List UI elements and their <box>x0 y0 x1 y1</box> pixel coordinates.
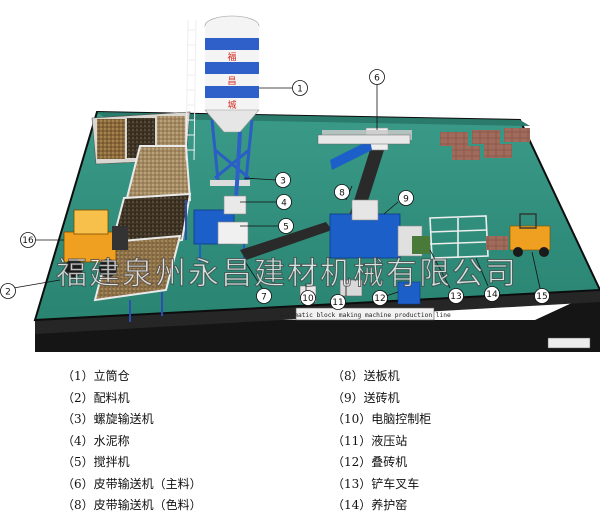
block-machine <box>329 199 430 259</box>
callout-8: 8 <box>334 184 350 200</box>
production-line-sign: Automatic block making machine productio… <box>279 307 451 321</box>
hydraulic-station <box>339 279 363 297</box>
legend-item: （8）皮带输送机（色料） <box>62 498 202 512</box>
legend-item: （1）立筒仓 <box>62 369 130 383</box>
callout-3-label: 3 <box>280 176 286 186</box>
top-signboard <box>317 134 411 145</box>
legend-item: （9）送砖机 <box>332 390 400 405</box>
curing-rack <box>429 215 489 259</box>
block-stacker <box>397 281 421 305</box>
legend-item: （2）配料机 <box>62 390 130 405</box>
corner-plate <box>547 337 591 349</box>
main-belt-conveyor <box>240 222 332 260</box>
callout-15-label: 15 <box>536 292 547 302</box>
production-line-model: 福 昌 城 <box>0 15 600 352</box>
company-watermark: 福建泉州永昌建材机械有限公司 <box>56 256 518 293</box>
forklift-right <box>486 213 551 257</box>
callout-3: 3 <box>275 172 291 188</box>
callout-13: 13 <box>448 288 464 304</box>
callout-4-label: 4 <box>281 198 287 208</box>
wheel-loader-left <box>63 209 128 277</box>
finished-brick-stacks <box>440 128 530 160</box>
callout-5: 5 <box>278 218 294 234</box>
callout-16: 16 <box>20 232 36 248</box>
legend-item: （5）搅拌机 <box>62 455 130 469</box>
callout-1-label: 1 <box>297 84 303 94</box>
callout-16-label: 16 <box>22 236 34 246</box>
callout-15: 15 <box>534 288 550 304</box>
legend-item: （8）送板机 <box>332 369 400 383</box>
callout-7-label: 7 <box>261 292 267 302</box>
silo-char-1: 福 <box>227 51 236 63</box>
legend-item: （13）铲车叉车 <box>332 476 420 491</box>
callout-6-label: 6 <box>374 73 380 83</box>
callout-11: 11 <box>330 294 346 310</box>
callout-12: 12 <box>372 290 388 306</box>
callout-8-label: 8 <box>339 188 345 198</box>
legend-item: （12）叠砖机 <box>332 455 408 469</box>
callout-12-label: 12 <box>374 294 385 304</box>
leader-lines <box>1 84 541 297</box>
callouts: 1 2 3 4 5 6 7 8 9 10 11 12 13 14 15 <box>0 69 550 310</box>
legend-item: （6）皮带输送机（主料） <box>62 476 202 491</box>
callout-7: 7 <box>256 288 272 304</box>
callout-10: 10 <box>300 290 316 306</box>
legend-item: （3）螺旋输送机 <box>62 412 154 426</box>
callout-10-label: 10 <box>302 294 314 304</box>
silo-char-2: 昌 <box>227 76 236 87</box>
legend-item: （4）水泥称 <box>62 433 130 448</box>
production-line-sign-text: Automatic block making machine productio… <box>279 312 451 319</box>
legend-item: （10）电脑控制柜 <box>332 412 432 426</box>
callout-6: 6 <box>369 69 385 85</box>
callout-5-label: 5 <box>283 222 289 232</box>
callout-11-label: 11 <box>332 298 343 308</box>
silo: 福 昌 城 <box>185 15 260 186</box>
legend-right: （8）送板机 （9）送砖机 （10）电脑控制柜 （11）液压站 （12）叠砖机 … <box>332 366 431 517</box>
callout-9-label: 9 <box>403 194 409 204</box>
callout-9: 9 <box>398 190 414 206</box>
callout-14: 14 <box>484 286 500 302</box>
callout-13-label: 13 <box>450 292 461 302</box>
legend-item: （14）养护窑 <box>332 498 408 512</box>
callout-14-label: 14 <box>486 290 498 300</box>
legend-left: （1）立筒仓 （2）配料机 （3）螺旋输送机 （4）水泥称 （5）搅拌机 （6）… <box>62 366 202 517</box>
callout-2: 2 <box>0 283 16 299</box>
callout-4: 4 <box>276 194 292 210</box>
screw-conveyor <box>234 131 242 201</box>
silo-char-3: 城 <box>227 100 236 111</box>
callout-1: 1 <box>292 80 308 96</box>
legend-item: （11）液压站 <box>332 433 408 448</box>
callout-2-label: 2 <box>5 287 11 297</box>
